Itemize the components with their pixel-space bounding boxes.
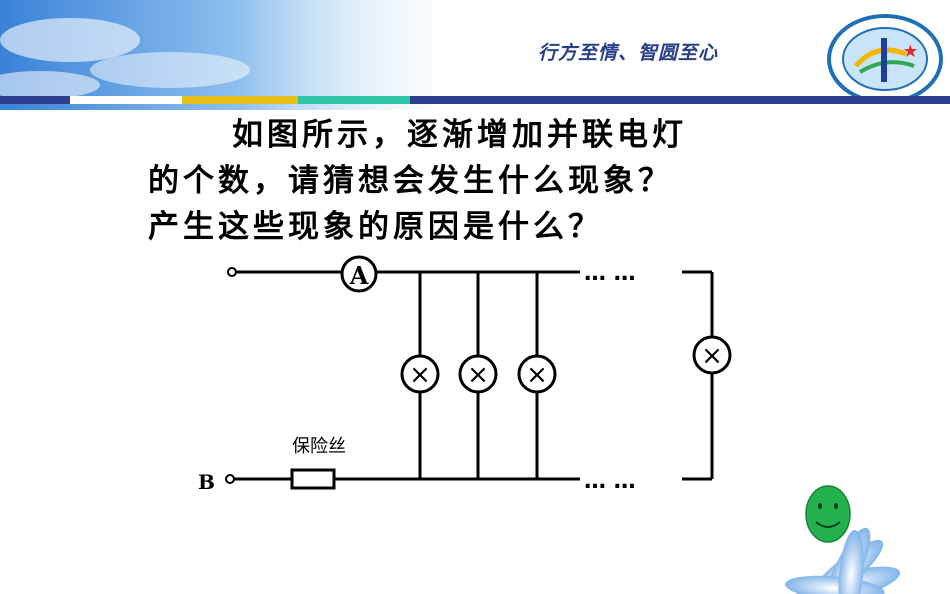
- header-slogan: 行方至情、智圆至心: [538, 42, 719, 64]
- bottom-ellipsis: … …: [584, 469, 636, 494]
- question-text: 如图所示，逐渐增加并联电灯 的个数，请猜想会发生什么现象？ 产生这些现象的原因是…: [148, 112, 828, 250]
- ammeter: [340, 255, 378, 293]
- fuse-label: 保险丝: [292, 436, 346, 457]
- flower-decoration: [785, 527, 901, 594]
- terminal-b-label: B: [198, 470, 215, 494]
- lamp-3-symbol: ×: [526, 360, 548, 390]
- lamp-4-symbol: ×: [701, 341, 723, 371]
- lamp-2-symbol: ×: [467, 360, 489, 390]
- header-color-bar: [0, 96, 950, 104]
- question-line-3: 产生这些现象的原因是什么？: [148, 209, 603, 245]
- lamp-1: [400, 354, 440, 394]
- question-line-1: 如图所示，逐渐增加并联电灯: [232, 117, 687, 153]
- terminal-a: [227, 267, 237, 277]
- fuse: [290, 468, 336, 490]
- top-ellipsis: … …: [584, 261, 636, 286]
- lamp-1-symbol: ×: [409, 360, 431, 390]
- smiley-face-icon: [805, 485, 851, 543]
- lamp-3: [517, 354, 557, 394]
- lamp-4: [692, 335, 732, 375]
- lamp-2: [458, 354, 498, 394]
- ammeter-label: A: [349, 261, 369, 290]
- terminal-b-dot: [225, 474, 235, 484]
- question-line-2: 的个数，请猜想会发生什么现象？: [148, 163, 673, 199]
- sky-background: [0, 0, 480, 110]
